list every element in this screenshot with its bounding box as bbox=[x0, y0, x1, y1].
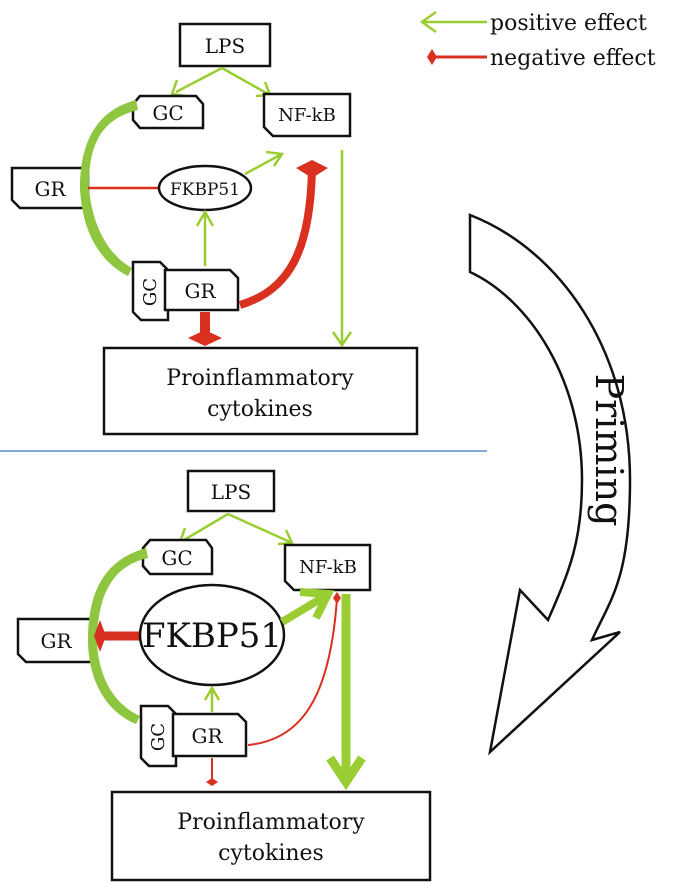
top-fkbp51-label: FKBP51 bbox=[170, 180, 240, 200]
top-complex-gc-box bbox=[131, 260, 170, 322]
legend-positive-label: positive effect bbox=[490, 11, 647, 36]
legend-negative-bar-icon bbox=[427, 49, 487, 65]
top-cytokines-line1: Proinflammatory bbox=[166, 366, 354, 391]
top-complex-gr-label: GR bbox=[184, 279, 216, 303]
top-gr-label: GR bbox=[34, 177, 66, 201]
top-panel: LPS GC NF-kB GR FKBP51 bbox=[10, 22, 419, 436]
top-lps-box bbox=[178, 22, 272, 68]
top-gc-label: GC bbox=[152, 101, 183, 125]
top-nfkb-label: NF-kB bbox=[278, 105, 336, 126]
top-nfkb-box bbox=[262, 92, 352, 138]
bottom-complex-inhibits-cytokines-arrow bbox=[206, 758, 218, 786]
bottom-gr-label: GR bbox=[40, 629, 72, 653]
bottom-fkbp51-to-nfkb-arrow bbox=[279, 588, 335, 626]
top-complex-to-fkbp51-arrow bbox=[195, 209, 215, 266]
top-cytokines-box bbox=[102, 346, 419, 436]
top-gr-box bbox=[10, 166, 90, 210]
top-cytokines-line2: cytokines bbox=[207, 397, 313, 422]
bottom-lps-box bbox=[186, 469, 276, 513]
top-gc-gr-binding-curve bbox=[80, 100, 138, 276]
top-lps-to-nfkb-arrow bbox=[221, 66, 272, 98]
legend-positive-arrow-icon bbox=[419, 10, 487, 34]
bottom-cytokines-line2: cytokines bbox=[218, 841, 324, 866]
top-complex-inhibits-nfkb-arrow bbox=[238, 160, 328, 309]
bottom-fkbp51-label: FKBP51 bbox=[142, 616, 282, 656]
legend: positive effect negative effect bbox=[419, 10, 656, 71]
top-complex-inhibits-cytokines-arrow bbox=[188, 312, 222, 346]
top-complex-gr-box bbox=[163, 268, 240, 312]
bottom-complex-gr-box bbox=[171, 712, 248, 758]
bottom-complex-gc-label: GC bbox=[148, 723, 169, 751]
priming-label: Priming bbox=[587, 374, 631, 527]
priming-arrow: Priming bbox=[468, 213, 632, 756]
top-lps-to-gc-arrow bbox=[170, 66, 223, 98]
bottom-nfkb-label: NF-kB bbox=[299, 557, 357, 578]
bottom-panel: LPS GC NF-kB GR FKBP51 bbox=[16, 469, 432, 882]
bottom-nfkb-to-cytokines-arrow bbox=[326, 594, 366, 791]
bottom-gc-label: GC bbox=[161, 546, 192, 570]
bottom-gc-gr-binding-curve bbox=[88, 548, 148, 724]
bottom-complex-gr-label: GR bbox=[191, 724, 223, 748]
bottom-fkbp51-inhibits-gr-arrow bbox=[94, 620, 142, 652]
bottom-cytokines-box bbox=[110, 790, 432, 882]
legend-negative-label: negative effect bbox=[490, 46, 656, 71]
bottom-fkbp51-node bbox=[138, 583, 286, 687]
bottom-lps-to-nfkb-arrow bbox=[227, 512, 294, 546]
bottom-complex-inhibits-nfkb-arrow bbox=[247, 592, 341, 746]
top-nfkb-to-cytokines-arrow bbox=[331, 150, 353, 348]
priming-arrow-shape bbox=[468, 213, 632, 756]
bottom-nfkb-box bbox=[283, 543, 372, 592]
bottom-cytokines-line1: Proinflammatory bbox=[177, 810, 365, 835]
bottom-gr-box bbox=[16, 617, 97, 664]
bottom-complex-to-fkbp51-arrow bbox=[203, 685, 221, 712]
top-complex-gc-label: GC bbox=[140, 278, 161, 306]
bottom-complex-gc-box bbox=[139, 704, 178, 768]
top-lps-label: LPS bbox=[205, 34, 245, 58]
bottom-lps-label: LPS bbox=[211, 480, 251, 504]
top-fkbp51-to-nfkb-arrow bbox=[244, 150, 285, 176]
